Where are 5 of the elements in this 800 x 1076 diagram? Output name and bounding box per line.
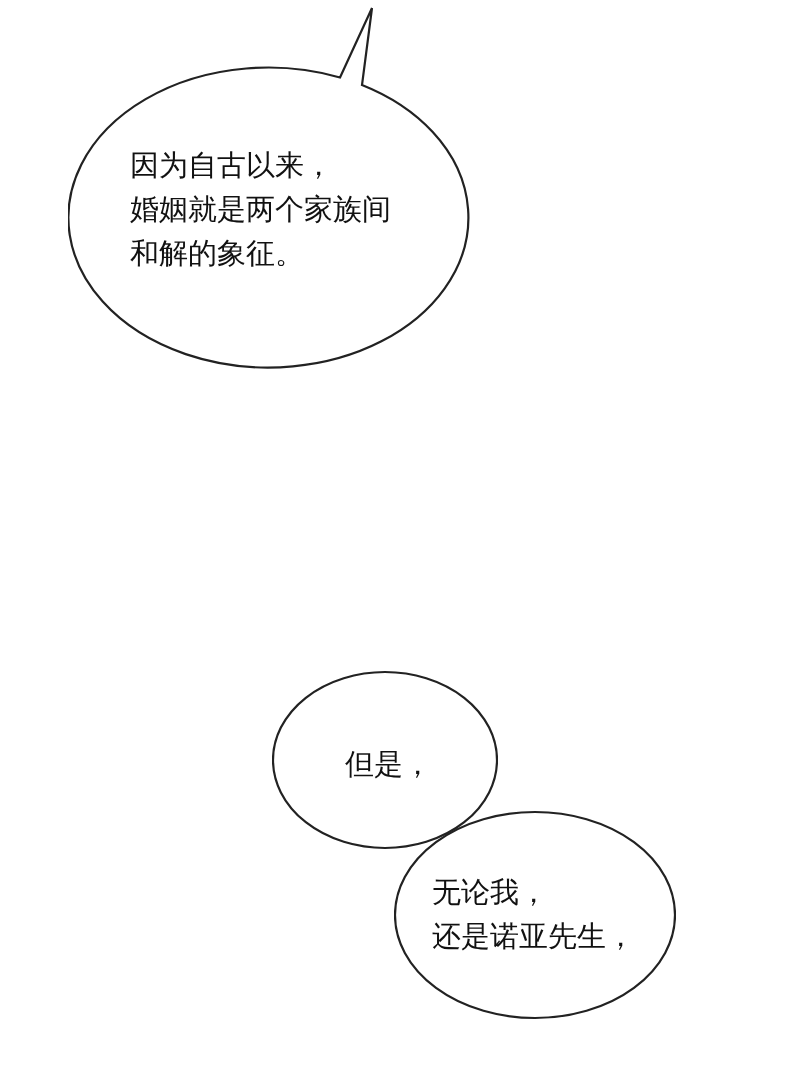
- speech-text: 无论我，还是诺亚先生，: [432, 874, 636, 955]
- speech-text: 但是，: [345, 746, 433, 783]
- speech-bubble: [394, 810, 676, 1020]
- speech-bubble: [272, 670, 498, 850]
- speech-text: 因为自古以来，婚姻就是两个家族间和解的象征。: [130, 147, 392, 272]
